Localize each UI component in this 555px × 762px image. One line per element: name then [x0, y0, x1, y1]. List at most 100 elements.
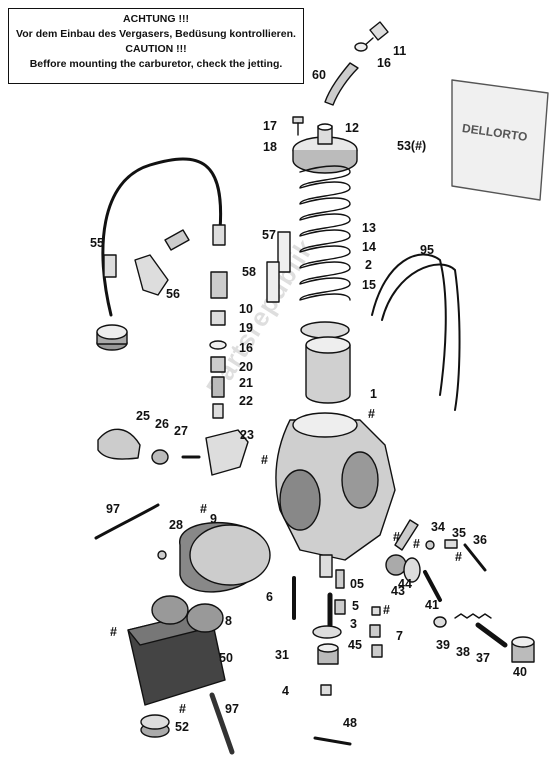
part-36-screw [463, 543, 487, 572]
label-58: 58 [242, 265, 256, 279]
part-4-screw [320, 684, 332, 696]
part-1-slide [305, 336, 351, 404]
part-95-vent-hose-a [371, 253, 447, 396]
label-hash-body: # [368, 407, 375, 421]
label-16-mid: 16 [239, 341, 253, 355]
label-48: 48 [343, 716, 357, 730]
part-7-screw-set [369, 606, 383, 658]
part-43-throttle-valve [385, 519, 419, 576]
label-hash-43: # [393, 530, 400, 544]
part-53-jet-kit-bag [451, 79, 549, 201]
part-10-jet-holder [210, 271, 228, 299]
label-3: 3 [350, 617, 357, 631]
label-7: 7 [396, 629, 403, 643]
label-hash-lever: # [261, 453, 268, 467]
part-95-vent-hose-b [381, 263, 461, 411]
part-18-cap [292, 123, 358, 174]
label-9: 9 [210, 512, 217, 526]
part-15-spring-seat [300, 321, 350, 339]
part-41-screw [423, 570, 442, 602]
label-8: 8 [225, 614, 232, 628]
label-15: 15 [362, 278, 376, 292]
label-19: 19 [239, 321, 253, 335]
part-34-washer [425, 540, 435, 550]
part-21-needle-jet [211, 376, 225, 398]
label-17: 17 [263, 119, 277, 133]
label-18: 18 [263, 140, 277, 154]
part-52-drain [140, 714, 170, 738]
part-11-pin [363, 21, 389, 47]
label-41: 41 [425, 598, 439, 612]
label-6: 6 [266, 590, 273, 604]
part-spring [299, 165, 351, 301]
part-05-plug [335, 569, 345, 589]
part-5-seat [334, 599, 346, 615]
warning-title-en: CAUTION !!! [125, 43, 187, 55]
part-97-drain-hose [209, 692, 235, 755]
part-97-hose [94, 503, 160, 540]
warning-text-en: Beffore mounting the carburetor, check t… [29, 58, 283, 70]
label-57: 57 [262, 228, 276, 242]
warning-text-de: Vor dem Einbau des Vergasers, Bedüsung k… [16, 28, 296, 40]
part-28-screw [157, 550, 167, 560]
label-23: 23 [240, 428, 254, 442]
part-23-lever [205, 429, 249, 476]
part-55-cable-end [212, 224, 226, 246]
label-22: 22 [239, 394, 253, 408]
part-56-screw [164, 229, 190, 251]
part-55-cable-adjuster [103, 254, 117, 278]
label-55: 55 [90, 236, 104, 250]
label-14: 14 [362, 240, 376, 254]
part-19-jet [210, 310, 226, 326]
label-13: 13 [362, 221, 376, 235]
part-37-idle-screw [475, 622, 508, 648]
part-56-bracket [134, 254, 169, 296]
part-60-hose [324, 62, 359, 106]
label-50: 50 [219, 651, 233, 665]
part-44-seal [403, 557, 421, 583]
label-16-top: 16 [377, 56, 391, 70]
label-hash-right: # [413, 537, 420, 551]
label-20: 20 [239, 360, 253, 374]
label-5: 5 [352, 599, 359, 613]
part-26-seal [151, 449, 169, 465]
label-97-upper: 97 [106, 502, 120, 516]
label-11: 11 [393, 44, 407, 58]
label-4: 4 [282, 684, 289, 698]
label-hash-funnel: # [200, 502, 207, 516]
part-8-float [151, 595, 224, 633]
label-44: 44 [398, 577, 412, 591]
warning-box: ACHTUNG !!! Vor dem Einbau des Vergasers… [8, 8, 304, 84]
part-25-starter [97, 428, 141, 460]
warning-title-de: ACHTUNG !!! [123, 13, 189, 25]
label-97-lower: 97 [225, 702, 239, 716]
label-45: 45 [348, 638, 362, 652]
label-hash-52: # [179, 702, 186, 716]
label-95: 95 [420, 243, 434, 257]
label-10: 10 [239, 302, 253, 316]
label-37: 37 [476, 651, 490, 665]
part-58-tube [266, 261, 280, 303]
part-57-tube [277, 231, 291, 273]
label-43: 43 [391, 584, 405, 598]
label-hash-bowl: # [110, 625, 117, 639]
part-55-knob [96, 324, 128, 351]
label-21: 21 [239, 376, 253, 390]
carburetor-body [275, 412, 396, 578]
part-22-main-jet [212, 403, 224, 419]
label-38: 38 [456, 645, 470, 659]
part-16-o-ring [209, 340, 227, 350]
label-26: 26 [155, 417, 169, 431]
part-35-nut [444, 539, 458, 549]
label-60: 60 [312, 68, 326, 82]
part-40-cap [511, 636, 535, 663]
label-35: 35 [452, 526, 466, 540]
label-53: 53(#) [397, 139, 427, 153]
part-17-screw [292, 116, 304, 136]
label-25: 25 [136, 409, 150, 423]
part-45-washer [312, 625, 342, 639]
label-52: 52 [175, 720, 189, 734]
label-12: 12 [345, 121, 359, 135]
part-31-nut [317, 643, 339, 665]
